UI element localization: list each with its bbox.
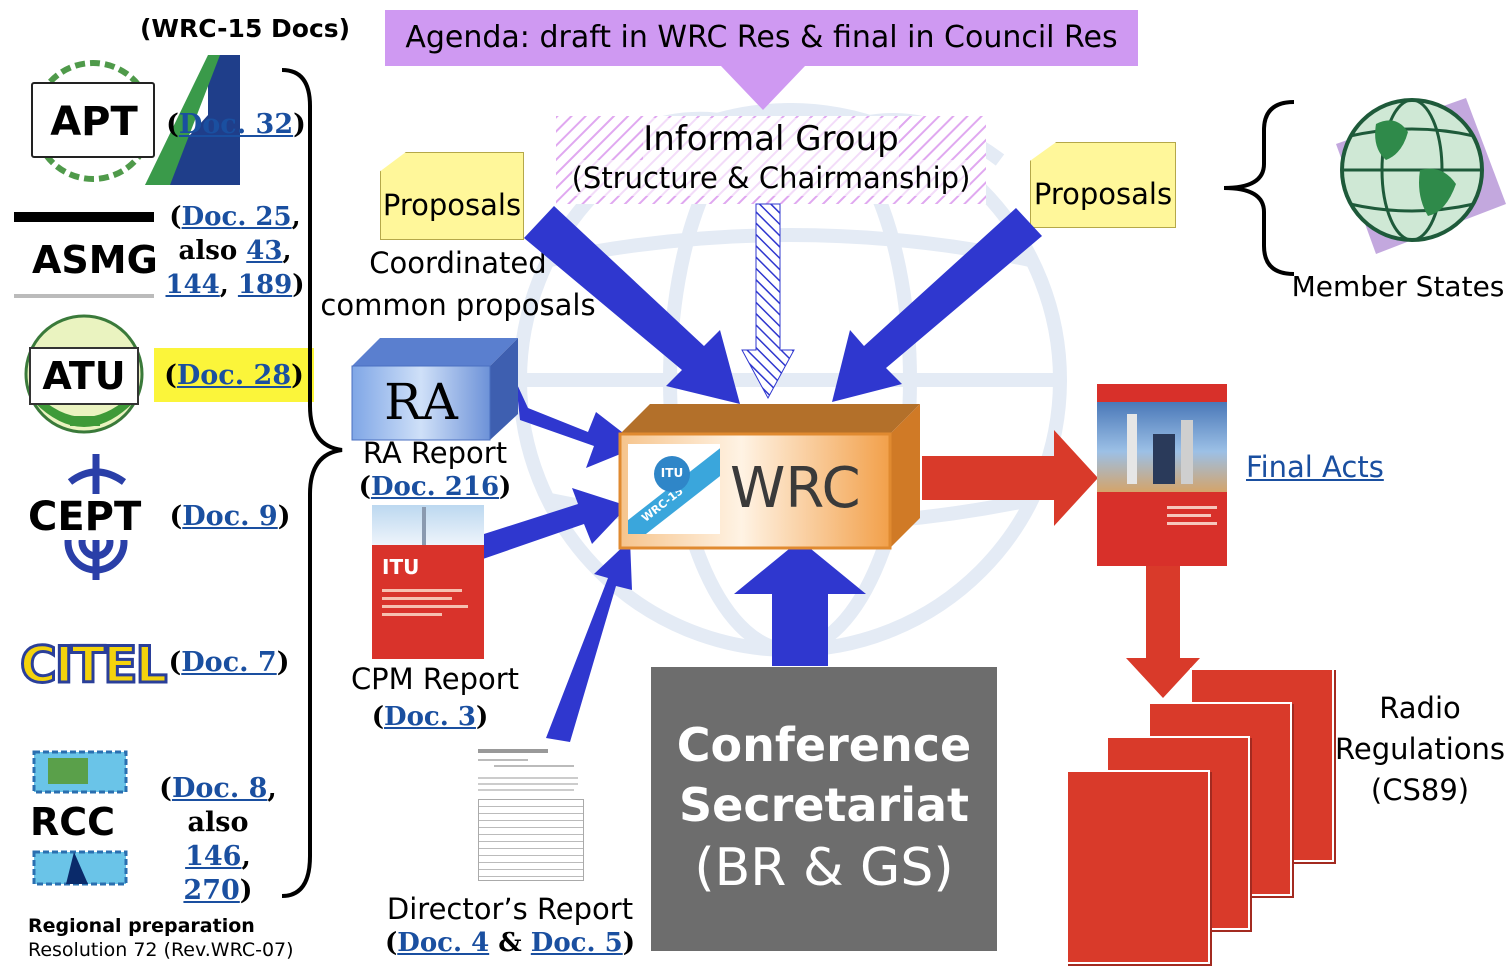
rcc-label: RCC: [30, 800, 116, 844]
doc-3-link[interactable]: Doc. 3: [384, 702, 476, 732]
wrc-logo: WRC-15 ITU: [628, 444, 720, 534]
wrc-itu-logo-text: ITU: [660, 466, 684, 480]
ra-cube: [351, 338, 518, 441]
secretariat-line3: (BR & GS): [694, 838, 954, 898]
globe-icon: [1336, 98, 1506, 254]
wrc-label: WRC: [730, 456, 861, 521]
conference-secretariat-box: Conference Secretariat (BR & GS): [651, 667, 997, 951]
asmg-doc-ref: (Doc. 25, also 43, 144, 189): [165, 202, 305, 300]
coordinated-proposals-label: Coordinated common proposals: [320, 246, 596, 322]
atu-label: ATU: [42, 354, 126, 398]
doc-25-link[interactable]: Doc. 25: [181, 202, 292, 232]
apt-logo: APT: [20, 55, 242, 187]
wrc15-docs-header: (WRC-15 Docs): [140, 14, 351, 43]
directors-report-label: Director’s Report: [386, 892, 634, 926]
final-acts-link[interactable]: Final Acts: [1246, 450, 1384, 484]
cept-doc-ref: (Doc. 9): [169, 501, 291, 532]
rcc-logo: RCC: [30, 748, 130, 888]
doc-216-link[interactable]: Doc. 216: [370, 472, 500, 502]
directors-doc-ref: (Doc. 4 & Doc. 5): [384, 928, 636, 958]
cpm-cover-logo: ITU: [382, 555, 420, 579]
agenda-text: Agenda: draft in WRC Res & final in Coun…: [405, 20, 1118, 55]
cpm-report-cover: ITU: [372, 505, 484, 659]
agenda-banner: [385, 10, 1138, 110]
ra-cube-label: RA: [384, 373, 458, 431]
citel-logo: CITEL: [18, 635, 168, 696]
radio-regulations-label: Radio Regulations (CS89): [1335, 691, 1505, 807]
final-acts-cover: [1097, 384, 1227, 566]
left-proposals-arrow: [524, 206, 740, 404]
asmg-label: ASMG: [32, 238, 158, 282]
member-states-brace: [1223, 100, 1295, 276]
doc-32-link[interactable]: Doc. 32: [178, 109, 294, 140]
ra-doc-ref: (Doc. 216): [358, 472, 512, 502]
secretariat-line1: Conference: [676, 718, 972, 772]
doc-144-link[interactable]: 144: [165, 270, 220, 300]
cept-logo: CEPT: [20, 452, 160, 584]
atu-doc-ref: (Doc. 28): [154, 348, 314, 402]
doc-7-link[interactable]: Doc. 7: [181, 647, 277, 678]
right-proposals-arrow: [832, 208, 1042, 402]
regional-brace: [281, 68, 343, 898]
cpm-doc-ref: (Doc. 3): [371, 702, 489, 732]
member-states-label: Member States: [1291, 270, 1505, 303]
proposals-note-right: Proposals: [1030, 142, 1176, 228]
radio-regs-book-1: [1066, 770, 1210, 964]
doc-28-link[interactable]: Doc. 28: [176, 360, 292, 391]
informal-group-label: Informal Group (Structure & Chairmanship…: [571, 118, 971, 196]
final-acts-arrow: [922, 430, 1098, 526]
doc-43-link[interactable]: 43: [246, 236, 283, 266]
secretariat-arrow: [734, 540, 866, 666]
doc-8-link[interactable]: Doc. 8: [171, 773, 268, 804]
doc-270-link[interactable]: 270: [183, 875, 240, 906]
cpm-report-label: CPM Report: [350, 662, 520, 696]
asmg-logo: ASMG: [14, 212, 158, 298]
rcc-doc-ref: (Doc. 8, also 146, 270): [159, 773, 277, 906]
doc-9-link[interactable]: Doc. 9: [182, 501, 278, 532]
informal-group-arrow: [741, 203, 795, 400]
radio-regs-arrow: [1126, 566, 1200, 698]
radio-regulations-books: [1066, 668, 1336, 964]
cept-label: CEPT: [28, 494, 142, 540]
directors-report-document: [474, 745, 588, 895]
directors-report-arrow: [546, 540, 632, 742]
cpm-report-arrow: [480, 488, 628, 560]
ra-report-arrow: [516, 382, 640, 468]
doc-4-link[interactable]: Doc. 4: [397, 928, 490, 958]
apt-label: APT: [50, 99, 138, 145]
ra-report-label: RA Report: [362, 436, 508, 470]
citel-doc-ref: (Doc. 7): [168, 647, 290, 678]
atu-logo: ATU: [20, 312, 148, 438]
doc-189-link[interactable]: 189: [237, 270, 293, 300]
secretariat-line2: Secretariat: [679, 778, 969, 832]
proposals-note-left: Proposals: [380, 152, 524, 240]
apt-doc-ref: (Doc. 32): [166, 109, 306, 140]
regional-note: Regional preparation Resolution 72 (Rev.…: [28, 915, 294, 961]
doc-146-link[interactable]: 146: [185, 841, 242, 872]
doc-5-link[interactable]: Doc. 5: [530, 928, 623, 958]
